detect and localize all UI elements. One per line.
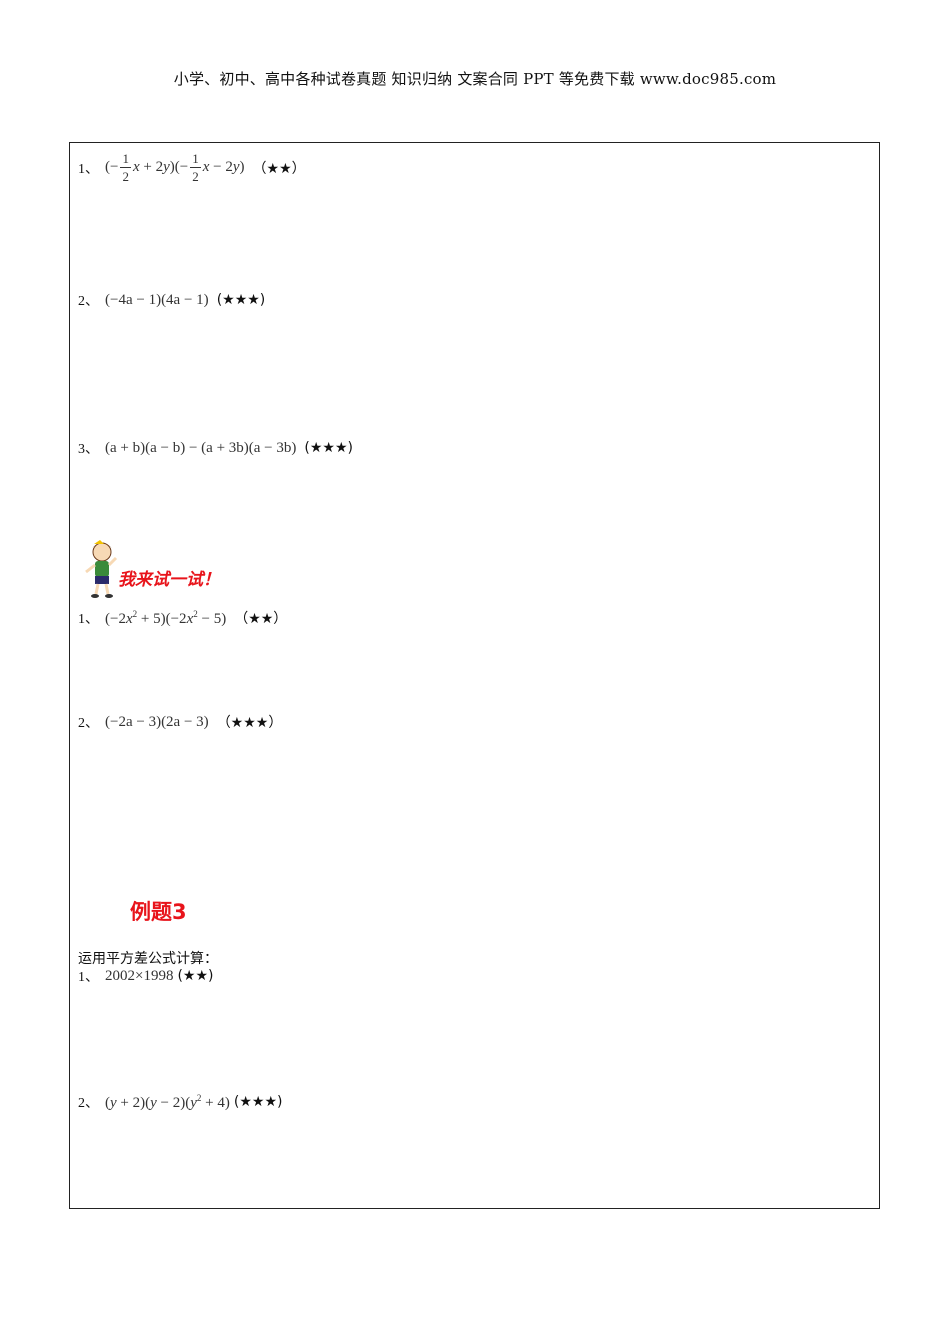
example-intro: 运用平方差公式计算：	[78, 951, 218, 967]
problem-expression: 2002×1998	[105, 967, 174, 984]
difficulty-stars: （★★）	[234, 611, 288, 627]
problem-number: 2、	[78, 294, 99, 309]
difficulty-stars: (★★★)	[233, 1094, 283, 1110]
page-header: 小学、初中、高中各种试卷真题 知识归纳 文案合同 PPT 等免费下载 www.d…	[173, 70, 777, 88]
problem-number: 2、	[78, 716, 99, 731]
difficulty-stars: (★★★)	[304, 440, 353, 456]
try-section-title: 我来试一试！	[118, 570, 220, 590]
content-frame	[69, 142, 880, 1209]
problem-expression: (y + 2)(y − 2)(y2 + 4)	[105, 1092, 230, 1111]
difficulty-stars: (★★★)	[216, 292, 266, 308]
problem-number: 2、	[78, 1096, 99, 1111]
difficulty-stars: （★★）	[252, 160, 306, 177]
problem-b2: 2、 (−2a − 3)(2a − 3) （★★★）	[78, 712, 282, 732]
cartoon-kid-icon	[85, 540, 118, 598]
problem-expression: (−2x2 + 5)(−2x2 − 5)	[105, 608, 227, 627]
difficulty-stars: (★★)	[177, 968, 214, 984]
try-section-header: 我来试一试！	[82, 538, 220, 598]
problem-expression: (−2a − 3)(2a − 3)	[105, 713, 209, 730]
problem-number: 1、	[78, 970, 99, 985]
problem-a2: 2、 (−4a − 1)(4a − 1) (★★★)	[78, 290, 265, 310]
example-title: 例题3	[130, 900, 187, 924]
problem-expression: (a + b)(a − b) − (a + 3b)(a − 3b)	[105, 439, 297, 456]
problem-c2: 2、 (y + 2)(y − 2)(y2 + 4) (★★★)	[78, 1092, 282, 1112]
problem-a3: 3、 (a + b)(a − b) − (a + 3b)(a − 3b) (★★…	[78, 438, 353, 458]
problem-number: 3、	[78, 442, 99, 457]
problem-b1: 1、 (−2x2 + 5)(−2x2 − 5) （★★）	[78, 608, 287, 628]
problem-expression: (−4a − 1)(4a − 1)	[105, 291, 209, 308]
problem-number: 1、	[78, 161, 99, 177]
difficulty-stars: （★★★）	[216, 715, 283, 731]
problem-c1: 1、 2002×1998 (★★)	[78, 966, 214, 986]
problem-number: 1、	[78, 612, 99, 627]
